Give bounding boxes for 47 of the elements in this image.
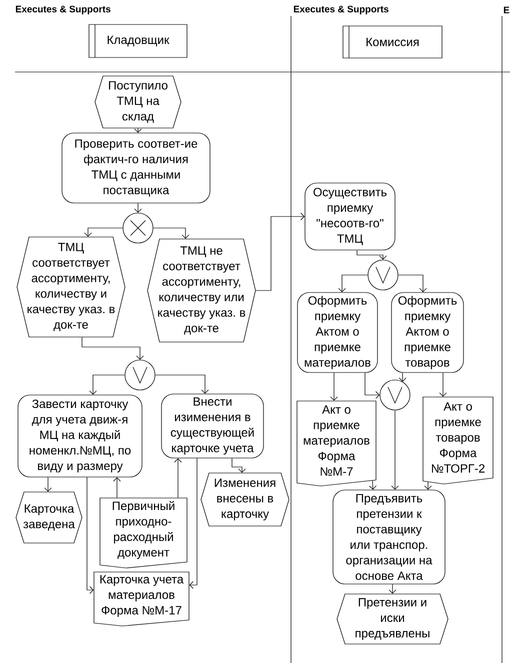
- arrow: [232, 458, 246, 473]
- lane-header: E: [504, 6, 510, 14]
- arrow: [86, 477, 94, 594]
- or-connector: [380, 380, 410, 410]
- arrow: [189, 458, 198, 589]
- event-hexagon: Карточка заведена: [16, 492, 82, 544]
- arrow: [84, 228, 123, 237]
- arrow: [155, 374, 209, 394]
- arrow: [388, 584, 396, 594]
- arrow: [256, 212, 305, 291]
- arrow: [364, 372, 380, 399]
- arrow: [398, 372, 406, 382]
- function-box: Оформить приемку Актом о приемке товаров: [391, 292, 464, 373]
- arrow: [44, 477, 52, 492]
- function-box: Внести изименения в существующей карточке учета: [161, 394, 264, 458]
- lane-header: Executes & Supports: [16, 6, 110, 14]
- or-connector: [124, 360, 156, 390]
- arrow: [368, 480, 377, 490]
- function-box: Проверить соответ-ие фактич-го наличия ТМЦ с данными поставщика: [62, 132, 210, 204]
- arrow: [391, 410, 399, 490]
- arrow: [356, 250, 387, 260]
- xor-connector: [122, 212, 154, 244]
- arrow: [82, 337, 144, 360]
- function-box: Завести карточку для учета движ-я МЦ на каждый номенкл.№МЦ, по виду и размеру: [18, 394, 142, 478]
- event-hexagon: ТМЦ соответствует ассортименту, количеству и качеству указ. в док-те: [16, 236, 126, 338]
- arrow: [134, 128, 142, 133]
- arrow: [398, 274, 427, 292]
- event-hexagon: ТМЦ не соответствует ассортименту, количеству или качеству указ. в док-те: [147, 238, 256, 342]
- arrow: [134, 203, 142, 213]
- arrow: [439, 372, 447, 397]
- lane-header: Executes & Supports: [294, 6, 388, 14]
- arrow: [424, 482, 432, 490]
- function-box: Предъявить претензии к поставщику или транспор. организации на основе Акта: [332, 490, 446, 584]
- org-unit-box: Кладовщик: [88, 24, 188, 58]
- event-hexagon: Изменения внесены в карточку: [200, 472, 290, 526]
- org-unit-box: Комиссия: [342, 26, 442, 58]
- arrow: [330, 372, 338, 401]
- arrow: [174, 458, 182, 498]
- function-box: Оформить приемку Актом о приемке материалов: [297, 292, 378, 373]
- or-connector: [368, 260, 398, 290]
- arrow: [338, 274, 368, 292]
- arrow: [113, 477, 121, 498]
- function-box: Осуществить приемку "несоотв-го" ТМЦ: [304, 182, 396, 250]
- event-hexagon: Претензии и иски предъявлены: [336, 594, 448, 644]
- arrow: [153, 228, 190, 239]
- event-hexagon: Поступило ТМЦ на склад: [94, 76, 182, 128]
- arrow: [89, 374, 125, 395]
